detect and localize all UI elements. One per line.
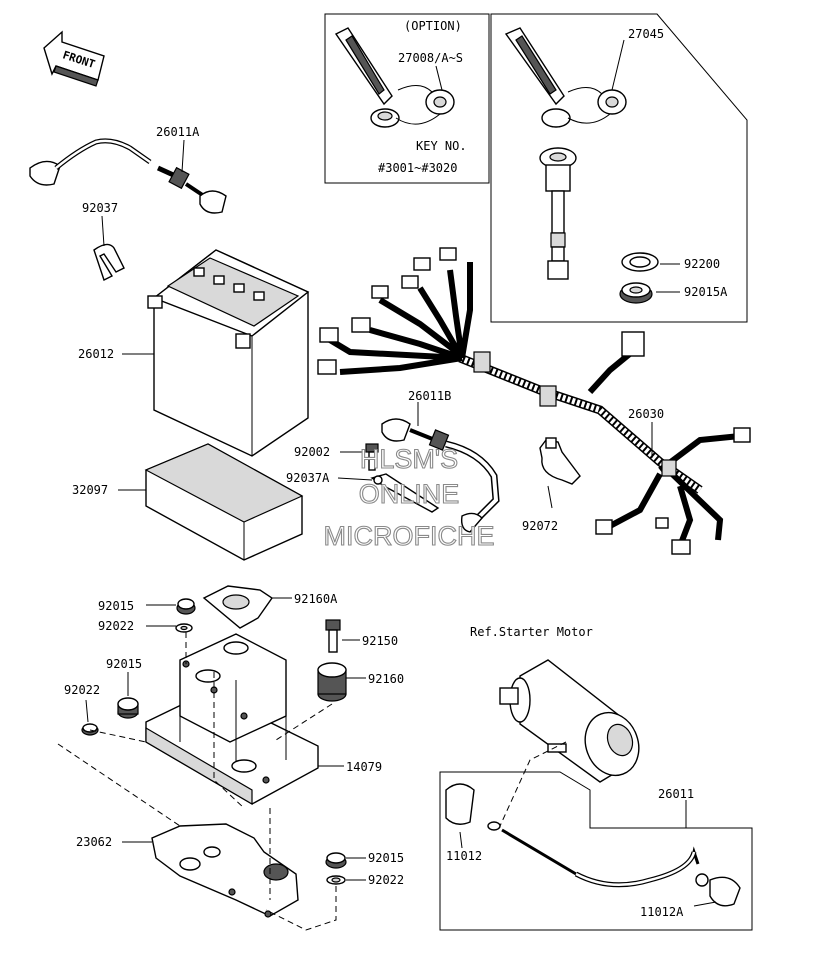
- part-label-26011A: 26011A: [156, 125, 200, 139]
- part-label-92160A: 92160A: [294, 592, 338, 606]
- part-label-11012A: 11012A: [640, 905, 684, 919]
- collar-92015-mid-icon: [117, 697, 139, 719]
- band-92037-icon: [93, 243, 125, 281]
- battery-pad-32097-icon: [144, 443, 304, 561]
- part-label-26012: 26012: [78, 347, 114, 361]
- key-fob-option-icon: [334, 27, 455, 128]
- damper-92160-icon: [317, 662, 347, 702]
- part-label-92015A: 92015A: [684, 285, 728, 299]
- part-label-92022-top: 92022: [98, 619, 134, 633]
- front-arrow-icon: FRONT: [43, 30, 105, 87]
- option-box-frame: [324, 13, 490, 184]
- starter-lead-frame: [439, 771, 753, 931]
- bolt-92002-icon: [365, 443, 379, 471]
- watermark-line-1: HLSM'S: [360, 444, 458, 474]
- part-label-14079: 14079: [346, 760, 382, 774]
- part-label-92002: 92002: [294, 445, 330, 459]
- nut-92015-bottom-icon: [325, 852, 347, 869]
- part-label-92015-top: 92015: [98, 599, 134, 613]
- washer-92022-left-icon: [81, 723, 99, 736]
- part-label-92022-left: 92022: [64, 683, 100, 697]
- starter-motor-icon: [499, 659, 640, 783]
- part-label-92160: 92160: [368, 672, 404, 686]
- part-label-32097: 32097: [72, 483, 108, 497]
- band-92072-icon: [539, 437, 581, 485]
- part-label-11012: 11012: [446, 849, 482, 863]
- part-label-92037A: 92037A: [286, 471, 330, 485]
- part-label-27045: 27045: [628, 27, 664, 41]
- pad-92160A-icon: [202, 585, 273, 629]
- band-92037A-icon: [370, 473, 440, 513]
- part-label-92072: 92072: [522, 519, 558, 533]
- nut-92015-top-icon: [176, 598, 196, 615]
- part-label-92150: 92150: [362, 634, 398, 648]
- part-label-26011B: 26011B: [408, 389, 451, 403]
- washer-92200-icon: [621, 252, 659, 272]
- main-harness-26030-icon: [317, 247, 751, 555]
- key-no-label: KEY NO.: [416, 139, 467, 153]
- watermark-line-3: MICROFICHE: [324, 521, 495, 551]
- bolt-92150-icon: [325, 619, 341, 653]
- battery-lead-26011A-icon: [29, 138, 227, 214]
- ignition-assembly-frame: [490, 13, 748, 323]
- part-label-92200: 92200: [684, 257, 720, 271]
- starter-lead-26011-icon: [445, 783, 741, 907]
- washer-92022-bottom-icon: [326, 875, 346, 885]
- part-label-23062: 23062: [76, 835, 112, 849]
- watermark-line-2: ONLINE: [359, 479, 460, 509]
- battery-26012-icon: [147, 249, 310, 457]
- part-label-27008: 27008/A~S: [398, 51, 463, 65]
- key-range-label: #3001~#3020: [378, 161, 457, 175]
- reference-label: Ref.Starter Motor: [470, 625, 593, 639]
- part-label-92037: 92037: [82, 201, 118, 215]
- part-label-26011: 26011: [658, 787, 694, 801]
- nut-92015A-icon: [619, 282, 653, 304]
- ignition-switch-icon: [539, 147, 577, 280]
- washer-92022-top-icon: [175, 623, 193, 633]
- bracket-23062-icon: [151, 823, 299, 918]
- part-label-26030: 26030: [628, 407, 664, 421]
- leader-lines: [57, 39, 717, 931]
- ignition-key-icon: [504, 27, 627, 128]
- lead-26011B-icon: [381, 418, 500, 533]
- part-label-92022-bottom: 92022: [368, 873, 404, 887]
- part-label-92015-bottom: 92015: [368, 851, 404, 865]
- part-label-92015-mid: 92015: [106, 657, 142, 671]
- battery-case-14079-icon: [145, 633, 319, 806]
- option-title: (OPTION): [404, 19, 462, 33]
